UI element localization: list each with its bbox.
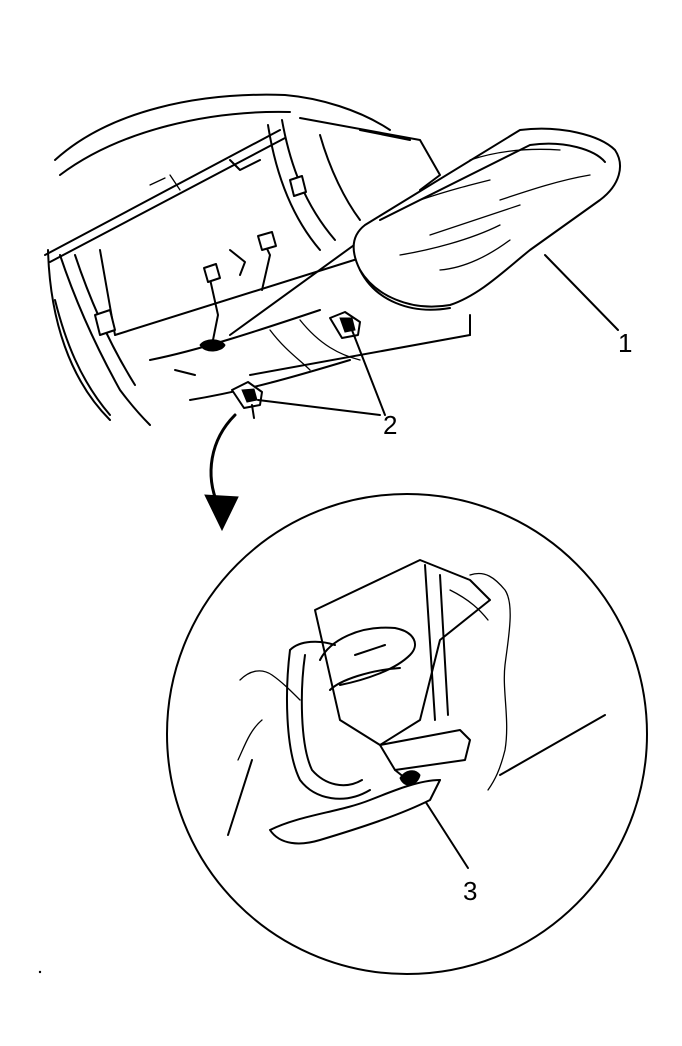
callout-leaders xyxy=(257,254,619,869)
seat-retainers xyxy=(231,311,361,419)
detail-arrow xyxy=(204,413,239,532)
callout-1: 1 xyxy=(618,328,632,358)
callout-3: 3 xyxy=(463,876,477,906)
rear-seat-cushion xyxy=(352,127,621,311)
scan-dot xyxy=(38,970,42,974)
vehicle-interior-illustration xyxy=(44,93,471,426)
detail-magnifier xyxy=(166,493,648,975)
callout-2: 2 xyxy=(383,410,397,440)
